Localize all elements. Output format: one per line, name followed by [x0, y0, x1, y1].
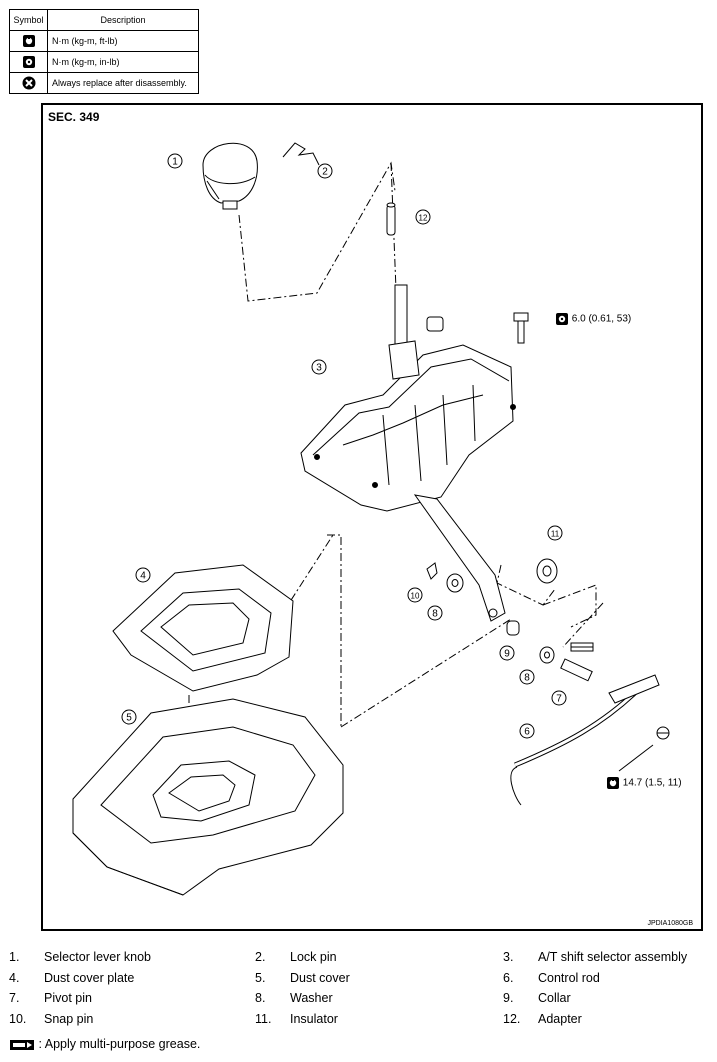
pivot-pin: [560, 642, 594, 682]
legend-name: Dust cover plate: [44, 970, 135, 985]
grease-note: : Apply multi-purpose grease.: [9, 1037, 200, 1051]
callout-6: 6: [519, 723, 535, 739]
legend-number: 4.: [9, 970, 20, 985]
svg-text:11: 11: [551, 530, 560, 539]
svg-text:10: 10: [411, 592, 420, 601]
callout-11: 11: [547, 525, 563, 541]
svg-text:12: 12: [419, 214, 428, 223]
grease-icon: [10, 1039, 34, 1050]
torque-top-value: 6.0 (0.61, 53): [571, 313, 632, 325]
symbol-description: N·m (kg-m, ft-lb): [47, 30, 199, 52]
svg-text:4: 4: [140, 571, 146, 582]
control-rod: [510, 674, 670, 806]
legend-number: 9.: [503, 991, 514, 1005]
callout-3: 3: [311, 359, 327, 375]
legend-name: Collar: [538, 991, 571, 1005]
shift-selector-assembly: [300, 284, 516, 622]
svg-text:5: 5: [126, 713, 132, 724]
bolt: [513, 312, 529, 344]
description-header: Description: [47, 9, 199, 31]
legend-name: Insulator: [290, 1011, 338, 1026]
legend-name: Lock pin: [290, 950, 337, 964]
torque-wrench-icon: [607, 777, 619, 789]
callout-8: 8: [427, 605, 443, 621]
figure-code: JPDIA1080GB: [647, 920, 693, 927]
legend-number: 2.: [255, 950, 266, 964]
svg-text:3: 3: [316, 363, 322, 374]
legend-number: 10.: [9, 1011, 27, 1026]
legend-number: 3.: [503, 950, 514, 964]
exploded-diagram: [72, 142, 670, 896]
callout-4: 4: [135, 567, 151, 583]
symbol-description: N·m (kg-m, in-lb): [47, 51, 199, 73]
legend-number: 8.: [255, 991, 266, 1005]
callout-10: 10: [407, 587, 423, 603]
svg-text:8: 8: [524, 673, 530, 684]
legend-name: Washer: [290, 991, 333, 1005]
callout-9: 9: [499, 645, 515, 661]
legend-number: 7.: [9, 991, 20, 1005]
legend-name: Dust cover: [290, 970, 350, 985]
svg-text:7: 7: [556, 694, 562, 705]
washer-1: [446, 573, 464, 593]
grease-note-text: : Apply multi-purpose grease.: [38, 1037, 201, 1051]
legend-number: 12.: [503, 1011, 521, 1026]
torque-wrench-small-icon: [556, 313, 568, 325]
legend-name: Adapter: [538, 1011, 582, 1026]
callout-2: 2: [317, 163, 333, 179]
svg-text:2: 2: [322, 167, 328, 178]
legend-number: 11.: [255, 1011, 272, 1026]
legend-number: 1.: [9, 950, 20, 964]
always-replace-icon: [9, 72, 48, 94]
legend-name: Pivot pin: [44, 991, 92, 1005]
svg-text:9: 9: [504, 649, 510, 660]
torque-wrench-small-icon: [9, 51, 48, 73]
legend-number: 6.: [503, 970, 514, 985]
callout-12: 12: [415, 209, 431, 225]
torque-spec-bottom: 14.7 (1.5, 11): [606, 776, 682, 790]
diagram-frame: SEC. 349: [41, 103, 703, 931]
dust-cover: [72, 698, 344, 896]
section-label: SEC. 349: [48, 110, 100, 124]
symbol-header: Symbol: [9, 9, 48, 31]
svg-text:8: 8: [432, 609, 438, 620]
dust-cover-plate: [112, 564, 294, 692]
legend-name: Control rod: [538, 970, 600, 985]
torque-bottom-value: 14.7 (1.5, 11): [622, 777, 682, 789]
lock-pin: [282, 142, 320, 166]
legend-number: 5.: [255, 970, 266, 985]
symbol-table: Symbol Description N·m (kg-m, ft-lb) N·m…: [9, 9, 199, 94]
legend-name: A/T shift selector assembly: [538, 950, 688, 964]
symbol-description: Always replace after disassembly.: [47, 72, 199, 94]
svg-text:6: 6: [524, 727, 530, 738]
svg-text:1: 1: [172, 157, 178, 168]
legend-name: Selector lever knob: [44, 950, 152, 964]
snap-pin: [426, 562, 438, 580]
callout-8: 8: [519, 669, 535, 685]
torque-spec-top: 6.0 (0.61, 53): [555, 312, 631, 326]
selector-lever-knob: [202, 142, 258, 210]
callout-1: 1: [167, 153, 183, 169]
torque-wrench-icon: [9, 30, 48, 52]
washer-2: [539, 646, 555, 664]
insulator: [536, 558, 558, 584]
collar: [506, 620, 520, 636]
callout-7: 7: [551, 690, 567, 706]
adapter-pin: [386, 202, 396, 236]
legend-name: Snap pin: [44, 1011, 94, 1026]
callout-5: 5: [121, 709, 137, 725]
torque-leader: [618, 744, 654, 772]
